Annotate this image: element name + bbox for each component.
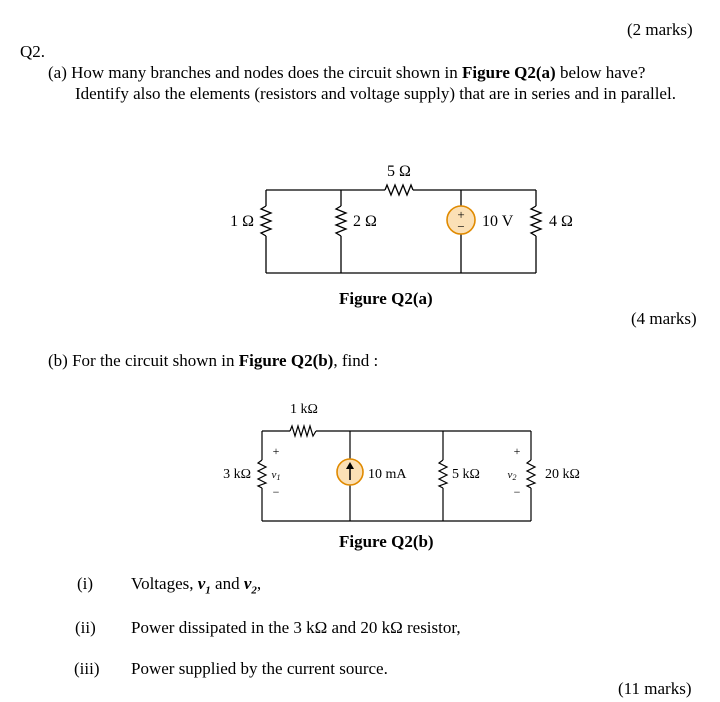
voltage-source-10v	[446, 205, 476, 235]
source-minus: −	[457, 219, 464, 234]
caption-figure-q2a: Figure Q2(a)	[339, 289, 433, 308]
item-i-v1-letter: v	[197, 574, 206, 593]
part-b-fig-ref: Figure Q2(b)	[238, 351, 334, 370]
item-ii-text: Power dissipated in the 3 kΩ and 20 kΩ r…	[131, 618, 461, 637]
part-a-line1: (a) How many branches and nodes does the…	[48, 63, 645, 83]
item-i-text-pre: Voltages,	[131, 574, 198, 593]
part-a-text-post: below have?	[555, 63, 646, 82]
resistor-2ohm	[334, 205, 348, 237]
part-a-label: (a)	[48, 63, 67, 82]
item-i-number: (i)	[77, 574, 94, 593]
item-i-text: Voltages, v1 and v2,	[131, 574, 261, 600]
part-b-label: (b)	[48, 351, 68, 370]
item-i-v2: v2	[243, 574, 257, 597]
item-i-mid: and	[210, 574, 244, 593]
resistor-4ohm	[529, 205, 543, 237]
part-b-line: (b) For the circuit shown in Figure Q2(b…	[48, 351, 378, 371]
item-i-v2-sub: 2	[251, 584, 257, 597]
resistor-1ohm	[259, 205, 273, 237]
resistor-5ohm	[384, 183, 414, 197]
label-5ohm: 5 Ω	[387, 163, 411, 180]
item-iii-number: (iii)	[74, 659, 100, 678]
caption-figure-q2b: Figure Q2(b)	[339, 532, 434, 551]
marks-a: (4 marks)	[631, 309, 697, 328]
marks-b: (11 marks)	[618, 679, 692, 698]
item-iii-text: Power supplied by the current source.	[131, 659, 388, 678]
part-a-fig-ref: Figure Q2(a)	[462, 63, 556, 82]
part-a-line2: Identify also the elements (resistors an…	[75, 84, 676, 103]
part-b-text-pre: For the circuit shown in	[72, 351, 239, 370]
item-i-v1-sub: 1	[205, 584, 211, 597]
question-number: Q2.	[20, 42, 46, 61]
source-plus: +	[457, 207, 464, 222]
item-i-post: ,	[256, 574, 262, 593]
label-1ohm: 1 Ω	[230, 213, 254, 230]
part-b-text-post: , find :	[333, 351, 379, 370]
item-i-v2-letter: v	[243, 574, 252, 593]
item-i-v1: v1	[197, 574, 211, 597]
figure-q2a-wires	[265, 189, 537, 274]
item-ii-number: (ii)	[75, 618, 96, 637]
marks-top: (2 marks)	[627, 20, 693, 39]
label-2ohm: 2 Ω	[353, 213, 377, 230]
part-a-text-pre: How many branches and nodes does the cir…	[71, 63, 463, 82]
label-10v: 10 V	[482, 213, 514, 230]
label-4ohm: 4 Ω	[549, 213, 573, 230]
